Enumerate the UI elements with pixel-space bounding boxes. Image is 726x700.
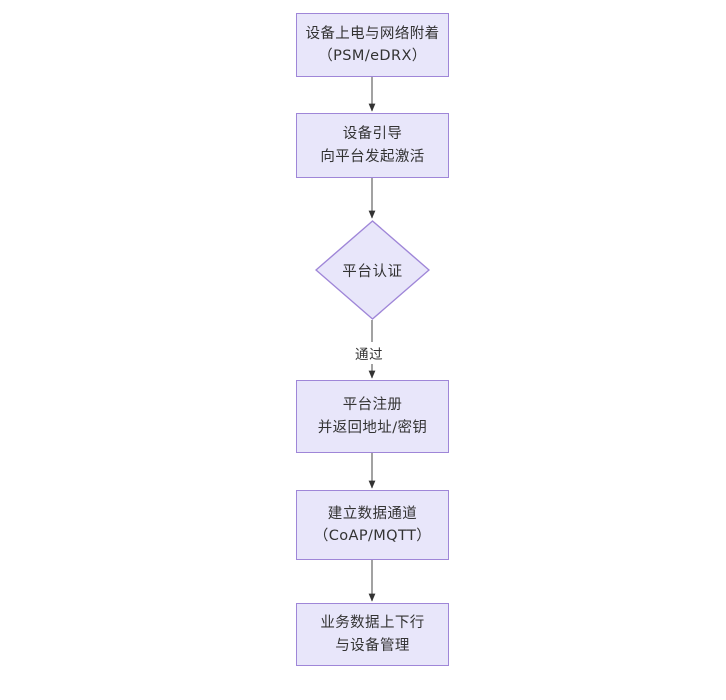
node-auth-decision[interactable]: 平台认证 [315,220,430,320]
node-power-on[interactable]: 设备上电与网络附着 （PSM/eDRX） [296,13,449,77]
node-bootstrap[interactable]: 设备引导 向平台发起激活 [296,113,449,178]
node-data-flow[interactable]: 业务数据上下行 与设备管理 [296,603,449,666]
node-channel-line2: （CoAP/MQTT） [313,528,432,544]
node-power-on-line1: 设备上电与网络附着 [305,25,440,42]
node-bootstrap-line2: 向平台发起激活 [320,148,425,165]
node-register[interactable]: 平台注册 并返回地址/密钥 [296,380,449,453]
diamond-shape-icon [315,220,430,320]
edge-label-pass-text: 通过 [355,347,384,363]
node-data-flow-line2: 与设备管理 [335,637,410,654]
node-data-flow-line1: 业务数据上下行 [320,615,425,632]
edge-label-pass: 通过 [352,342,387,364]
node-register-line1: 平台注册 [342,397,403,414]
node-bootstrap-line1: 设备引导 [342,126,403,143]
node-channel-line1: 建立数据通道 [327,505,418,522]
node-auth-label: 平台认证 [342,263,403,280]
node-register-line2: 并返回地址/密钥 [317,419,428,436]
node-channel[interactable]: 建立数据通道 （CoAP/MQTT） [296,490,449,560]
node-power-on-line2: （PSM/eDRX） [318,48,427,64]
